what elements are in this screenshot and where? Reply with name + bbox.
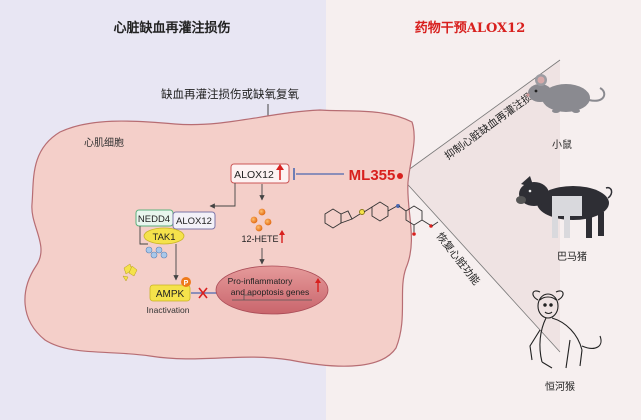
ampk-label: AMPK — [156, 289, 185, 300]
mouse-icon — [526, 74, 606, 113]
genes-line1: Pro-inflammatory — [228, 276, 293, 286]
phospho-circle — [181, 277, 191, 287]
genes-up-arrow-head — [315, 278, 321, 283]
alox12-up-arrow-head — [276, 164, 284, 170]
animal-label-2: 恒河猴 — [545, 380, 575, 393]
blocked-x-icon — [198, 287, 208, 299]
effect-beam — [400, 60, 560, 352]
nedd4-label: NEDD4 — [138, 214, 170, 225]
ml355-structure-icon — [324, 201, 439, 236]
nedd4-bracket — [139, 226, 148, 245]
drug-dot — [397, 173, 403, 179]
alox12-complex-label: ALOX12 — [176, 216, 212, 227]
tak1-oval — [143, 227, 185, 245]
trigger-text: 缺血再灌注损伤或缺氧复氧 — [161, 87, 299, 101]
alox12-main-label: ALOX12 — [234, 169, 274, 181]
alox12-main-box — [230, 163, 290, 184]
beam-edge-top — [399, 59, 561, 177]
left-header: 心脏缺血再灌注损伤 — [113, 20, 230, 36]
hete-label: 12-HETE — [241, 234, 278, 244]
drug-label: ML355 — [349, 167, 396, 184]
alox12-to-complex-line — [209, 183, 236, 209]
genes-line2: and apoptosis genes — [231, 287, 309, 297]
phospho-label: P — [184, 280, 189, 287]
alox12-complex-box — [172, 211, 216, 230]
inactivation-label: Inactivation — [147, 305, 190, 315]
animal-label-1: 巴马猪 — [557, 251, 587, 263]
tak1-label: TAK1 — [152, 232, 175, 243]
tss-arrow — [243, 294, 252, 300]
monkey-icon — [529, 290, 602, 369]
animal-label-0: 小鼠 — [552, 138, 572, 151]
hete-up-arrow-head — [279, 230, 285, 235]
beam-edge-bottom — [399, 175, 561, 353]
cell-label: 心肌细胞 — [84, 136, 124, 149]
degradation-fragments-icon — [122, 263, 138, 282]
ampk-box — [149, 284, 191, 302]
right-header: 药物干预ALOX12 — [415, 20, 526, 36]
ubiquitin-chain-icon — [145, 246, 168, 259]
pig-icon — [516, 176, 613, 238]
nucleus — [215, 265, 329, 315]
hete-dots — [250, 208, 272, 232]
